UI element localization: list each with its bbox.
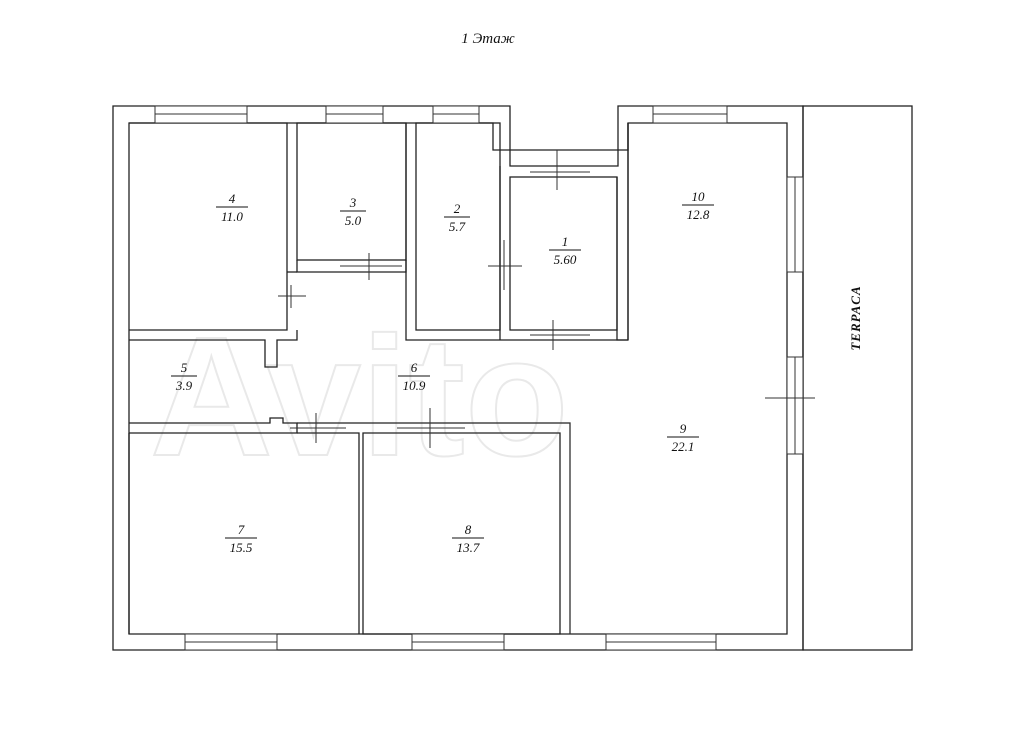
room-area: 12.8 <box>687 207 710 222</box>
room-label-1: 15.60 <box>549 234 581 267</box>
room-area: 15.5 <box>230 540 253 555</box>
room-label-9: 922.1 <box>667 421 699 454</box>
doors <box>278 150 815 448</box>
room-area: 11.0 <box>221 209 243 224</box>
room-label-7: 715.5 <box>225 522 257 555</box>
room-label-8: 813.7 <box>452 522 484 555</box>
room-number: 4 <box>229 191 236 206</box>
room-label-6: 610.9 <box>398 360 430 393</box>
windows <box>154 105 804 651</box>
room-number: 10 <box>692 189 706 204</box>
room-label-3: 35.0 <box>340 195 366 228</box>
room-label-2: 25.7 <box>444 201 470 234</box>
room-label-10: 10 12.8 <box>682 189 714 222</box>
room-area: 10.9 <box>403 378 426 393</box>
room-area: 5.0 <box>345 213 362 228</box>
room-number: 9 <box>680 421 687 436</box>
room-number: 5 <box>181 360 188 375</box>
room-area: 5.7 <box>449 219 466 234</box>
room-number: 6 <box>411 360 418 375</box>
floor-title: 1 Этаж <box>461 31 515 47</box>
room-number: 3 <box>349 195 357 210</box>
room-number: 8 <box>465 522 472 537</box>
room-number: 1 <box>562 234 569 249</box>
room-label-4: 411.0 <box>216 191 248 224</box>
room-area: 13.7 <box>457 540 480 555</box>
terrace: TERPACA <box>802 105 913 651</box>
room-area: 3.9 <box>175 378 193 393</box>
room-labels: 15.6025.735.0411.053.9610.9715.5813.7922… <box>171 189 714 555</box>
terrace-label: TERPACA <box>848 285 863 350</box>
room-number: 2 <box>454 201 461 216</box>
room-number: 7 <box>238 522 245 537</box>
room-label-5: 53.9 <box>171 360 197 393</box>
room-area: 5.60 <box>554 252 577 267</box>
room-area: 22.1 <box>672 439 695 454</box>
